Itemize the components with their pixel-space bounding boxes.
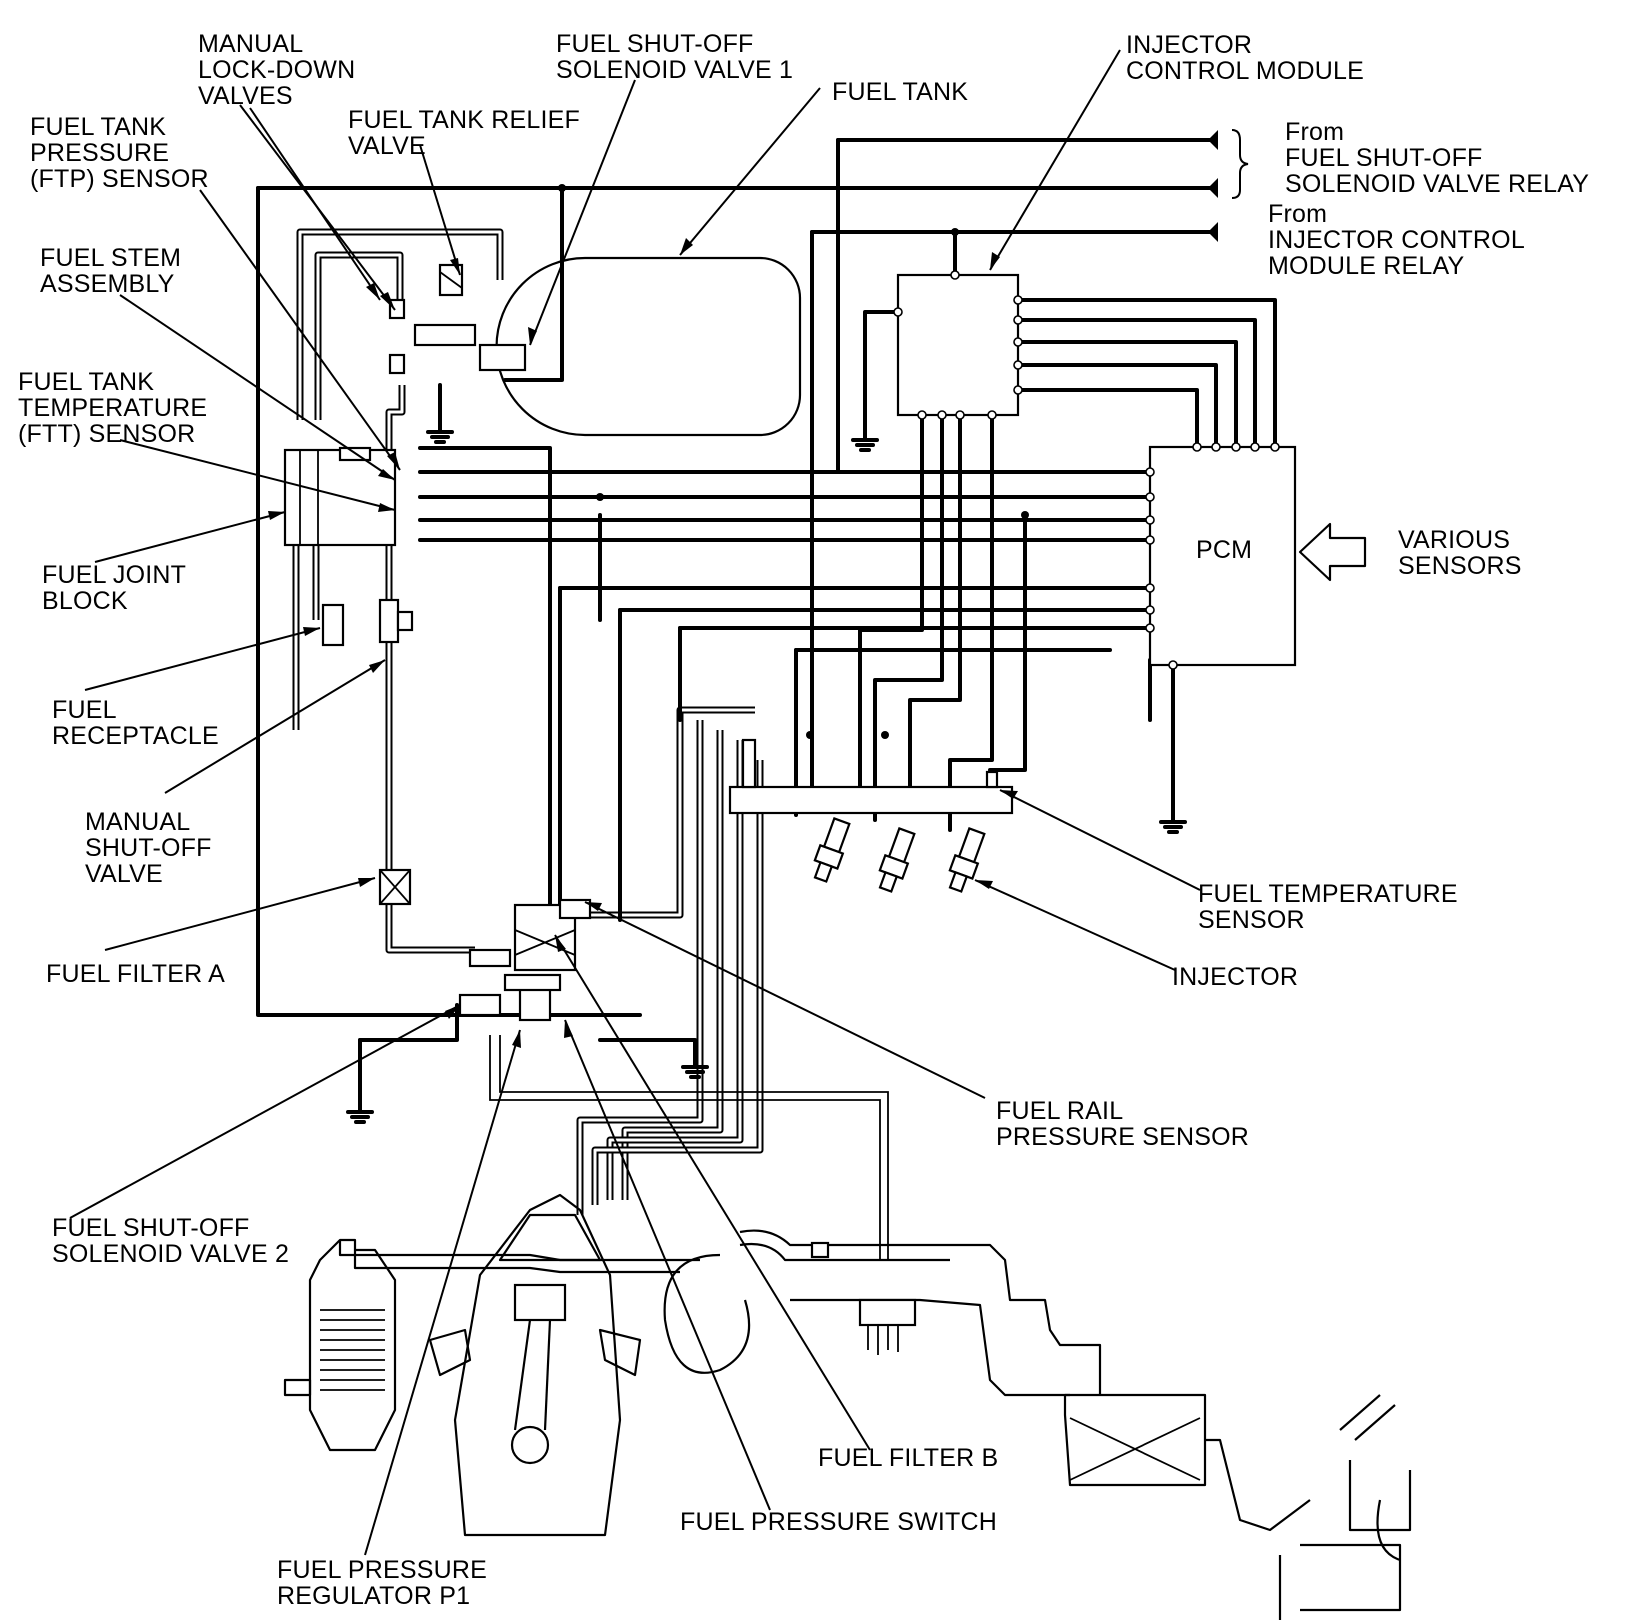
pcm-box xyxy=(1145,442,1297,670)
injectors xyxy=(813,817,986,893)
injector-control-module xyxy=(893,270,1023,420)
receptacle-shapes xyxy=(321,598,414,647)
fuel-rail xyxy=(728,738,1014,815)
injector-control-module-label: INJECTOR CONTROL MODULE xyxy=(1126,31,1364,85)
leader-lines xyxy=(69,49,1201,1556)
regulator-assembly xyxy=(458,898,592,1022)
fuel-joint-block-label: FUEL JOINT BLOCK xyxy=(42,561,193,615)
pcm-label: PCM xyxy=(1196,536,1252,564)
injector-label: INJECTOR xyxy=(1172,963,1298,991)
fuel-shutoff-solenoid-valve-2-label: FUEL SHUT-OFF SOLENOID VALVE 2 xyxy=(52,1214,289,1268)
leader-arrowheads xyxy=(268,238,1018,1048)
fuel-temperature-sensor-label: FUEL TEMPERATURE SENSOR xyxy=(1198,880,1465,934)
relay-terminals xyxy=(1208,129,1249,242)
fuel-shutoff-solenoid-valve-1-label: FUEL SHUT-OFF SOLENOID VALVE 1 xyxy=(556,30,793,84)
fuel-tank-relief-valve-label: FUEL TANK RELIEF VALVE xyxy=(348,106,587,160)
engine-intake-art xyxy=(283,1193,1412,1620)
various-sensors-arrow xyxy=(1298,522,1367,582)
fuel-filter-a-label: FUEL FILTER A xyxy=(46,960,225,988)
fuel-filter-b-label: FUEL FILTER B xyxy=(818,1444,998,1472)
fuel-tank xyxy=(495,256,802,437)
tank-valves xyxy=(388,263,527,375)
manual-shutoff-valve-label: MANUAL SHUT-OFF VALVE xyxy=(85,808,219,888)
fuel-filter-a-shape xyxy=(378,868,412,906)
fuel-pressure-regulator-p1-label: FUEL PRESSURE REGULATOR P1 xyxy=(277,1556,494,1610)
fuel-stem-assembly-label: FUEL STEM ASSEMBLY xyxy=(40,244,188,298)
wire-junctions xyxy=(558,184,1029,739)
fuel-tank-pressure-sensor-label: FUEL TANK PRESSURE (FTP) SENSOR xyxy=(30,113,209,193)
manual-lockdown-valves-label: MANUAL LOCK-DOWN VALVES xyxy=(198,30,363,110)
fuel-pressure-switch-label: FUEL PRESSURE SWITCH xyxy=(680,1508,997,1536)
ground-symbols xyxy=(346,430,1187,1124)
fuel-tank-label: FUEL TANK xyxy=(832,78,968,106)
fuel-tank-temperature-sensor-label: FUEL TANK TEMPERATURE (FTT) SENSOR xyxy=(18,368,214,448)
wiring xyxy=(256,138,1277,1112)
fuel-rail-pressure-sensor-label: FUEL RAIL PRESSURE SENSOR xyxy=(996,1097,1249,1151)
from-injector-control-module-relay-label: From INJECTOR CONTROL MODULE RELAY xyxy=(1268,200,1531,280)
various-sensors-label: VARIOUS SENSORS xyxy=(1398,526,1522,580)
from-fuel-shutoff-relay-label: From FUEL SHUT-OFF SOLENOID VALVE RELAY xyxy=(1285,118,1589,198)
fuel-receptacle-label: FUEL RECEPTACLE xyxy=(52,696,219,750)
